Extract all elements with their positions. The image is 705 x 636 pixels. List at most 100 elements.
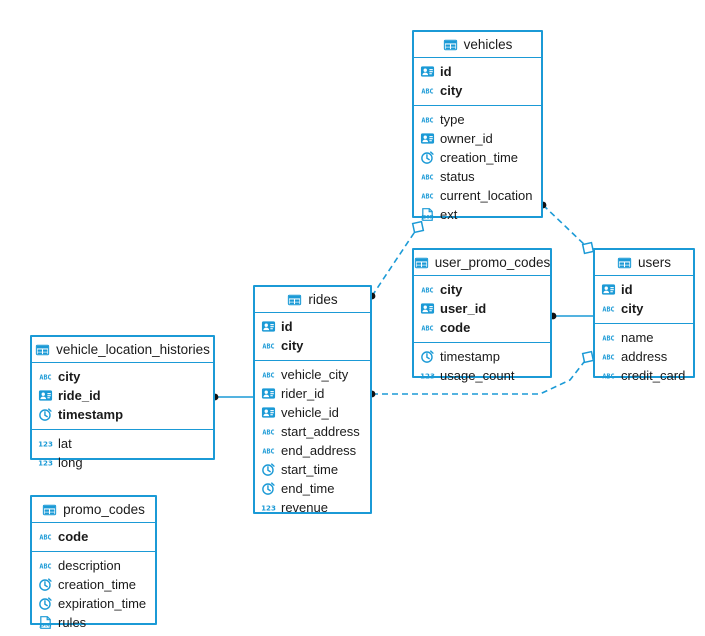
svg-text:ABC: ABC	[39, 373, 51, 381]
field-row[interactable]: end_time	[255, 479, 370, 498]
field-name: revenue	[281, 500, 328, 515]
field-name: end_time	[281, 481, 335, 496]
abc-icon: ABC	[38, 529, 53, 544]
field-row[interactable]: owner_id	[414, 129, 541, 148]
json-icon: JSON	[38, 615, 53, 630]
svg-text:123: 123	[38, 439, 53, 448]
field-row[interactable]: id	[595, 280, 693, 299]
relationship-vlh-rides[interactable]	[211, 393, 253, 401]
field-row[interactable]: id	[414, 62, 541, 81]
clock-icon	[420, 349, 435, 364]
field-row[interactable]: timestamp	[32, 405, 213, 424]
relationship-vehicles-users[interactable]	[539, 201, 595, 255]
abc-icon: ABC	[261, 443, 276, 458]
field-name: lat	[58, 436, 72, 451]
field-row[interactable]: start_time	[255, 460, 370, 479]
entity-title-user_promo_codes[interactable]: user_promo_codes	[414, 250, 550, 276]
123-icon: 123	[38, 436, 53, 451]
field-name: rider_id	[281, 386, 325, 401]
field-row[interactable]: ABC city	[32, 367, 213, 386]
field-row[interactable]: 123 long	[32, 453, 213, 472]
field-row[interactable]: expiration_time	[32, 594, 155, 613]
field-name: user_id	[440, 301, 487, 316]
relationship-line	[542, 204, 589, 249]
field-name: city	[58, 369, 81, 384]
field-name: creation_time	[440, 150, 519, 165]
id-card-icon	[261, 405, 276, 420]
field-row[interactable]: 123 lat	[32, 434, 213, 453]
entity-title-users[interactable]: users	[595, 250, 693, 276]
field-name: long	[58, 455, 83, 470]
field-name: code	[440, 320, 471, 335]
field-row[interactable]: ABC code	[414, 318, 550, 337]
abc-icon: ABC	[420, 320, 435, 335]
field-row[interactable]: ride_id	[32, 386, 213, 405]
svg-text:ABC: ABC	[602, 353, 614, 361]
id-card-icon	[601, 282, 616, 297]
entity-title-vehicles[interactable]: vehicles	[414, 32, 541, 58]
table-grid-icon	[35, 343, 50, 356]
field-row[interactable]: creation_time	[414, 148, 541, 167]
field-row[interactable]: vehicle_id	[255, 403, 370, 422]
table-grid-icon	[42, 503, 57, 516]
field-row[interactable]: id	[255, 317, 370, 336]
field-name: vehicle_id	[281, 405, 339, 420]
field-row[interactable]: creation_time	[32, 575, 155, 594]
svg-text:ABC: ABC	[421, 286, 433, 294]
field-row[interactable]: rider_id	[255, 384, 370, 403]
relationship-upc-users[interactable]	[549, 312, 593, 320]
field-row[interactable]: user_id	[414, 299, 550, 318]
123-icon: 123	[38, 455, 53, 470]
entity-title-rides[interactable]: rides	[255, 287, 370, 313]
field-name: status	[440, 169, 475, 184]
abc-icon: ABC	[420, 282, 435, 297]
id-card-icon	[38, 388, 53, 403]
id-card-icon	[420, 131, 435, 146]
entity-name: promo_codes	[63, 502, 145, 517]
table-grid-icon	[287, 293, 302, 306]
entity-title-vehicle_location_histories[interactable]: vehicle_location_histories	[32, 337, 213, 363]
svg-text:ABC: ABC	[39, 562, 51, 570]
field-name: current_location	[440, 188, 533, 203]
field-row[interactable]: timestamp	[414, 347, 550, 366]
field-name: expiration_time	[58, 596, 147, 611]
svg-text:ABC: ABC	[602, 305, 614, 313]
abc-icon: ABC	[601, 330, 616, 345]
clock-icon	[38, 577, 53, 592]
entity-title-promo_codes[interactable]: promo_codes	[32, 497, 155, 523]
id-card-icon	[261, 386, 276, 401]
id-card-icon	[420, 301, 435, 316]
